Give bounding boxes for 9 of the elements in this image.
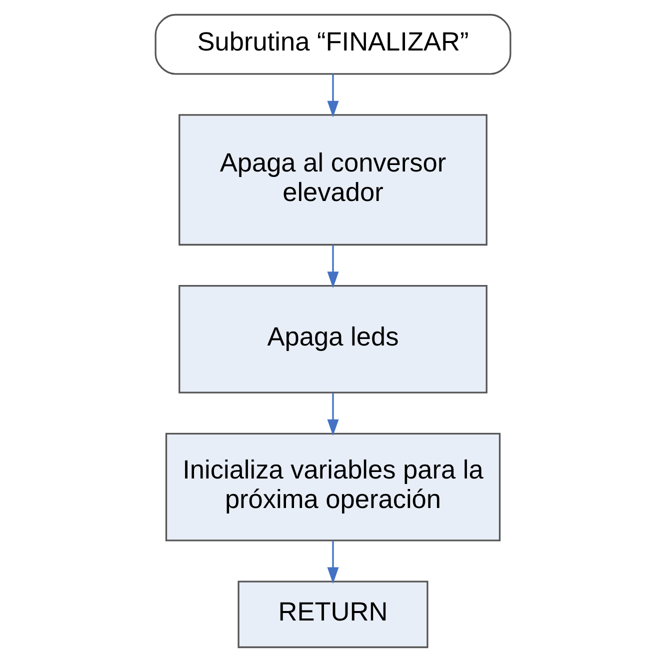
node-box: Apaga leds bbox=[178, 285, 488, 394]
node-box: RETURN bbox=[238, 580, 428, 648]
arrow bbox=[327, 74, 339, 118]
arrow bbox=[327, 540, 339, 584]
arrow bbox=[327, 393, 339, 436]
arrow bbox=[327, 244, 339, 288]
node-box: Subrutina “FINALIZAR” bbox=[154, 14, 512, 75]
node-box: Apaga al conversor elevador bbox=[178, 114, 488, 246]
node-box: Inicializa variables para la próxima operación bbox=[165, 432, 501, 542]
